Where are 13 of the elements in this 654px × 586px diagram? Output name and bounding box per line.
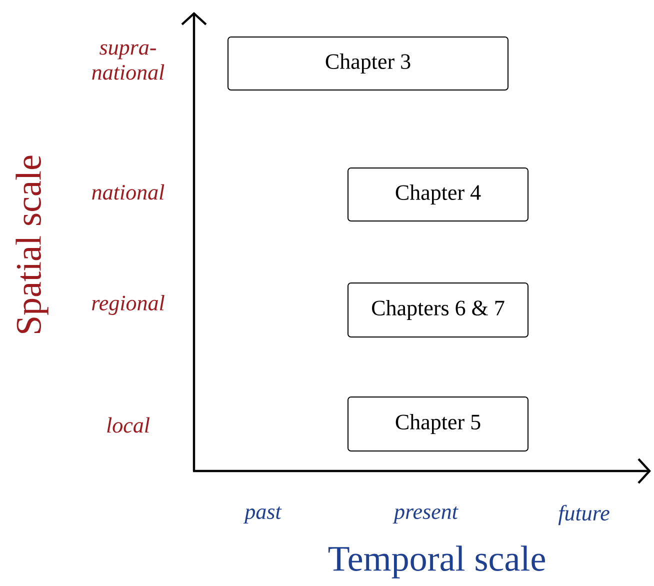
axis-level-label: present: [392, 506, 458, 524]
chapter-box: Chapter 3: [228, 36, 508, 90]
chapter-box: Chapter 4: [348, 168, 528, 222]
axis-level-label: past: [243, 506, 282, 524]
chapter-box: Chapters 6 & 7: [348, 282, 528, 338]
axis-level-label: local: [107, 417, 150, 433]
axis-title: Temporal scale: [328, 546, 545, 578]
axis-level-label: future: [558, 504, 610, 526]
axis-level-label: national: [92, 184, 164, 200]
axis-level-label: supra-national: [92, 44, 164, 80]
axis-title: Spatial scale: [16, 156, 48, 334]
chapter-box: Chapter 5: [348, 396, 528, 452]
axis-level-label: regional: [92, 295, 164, 315]
